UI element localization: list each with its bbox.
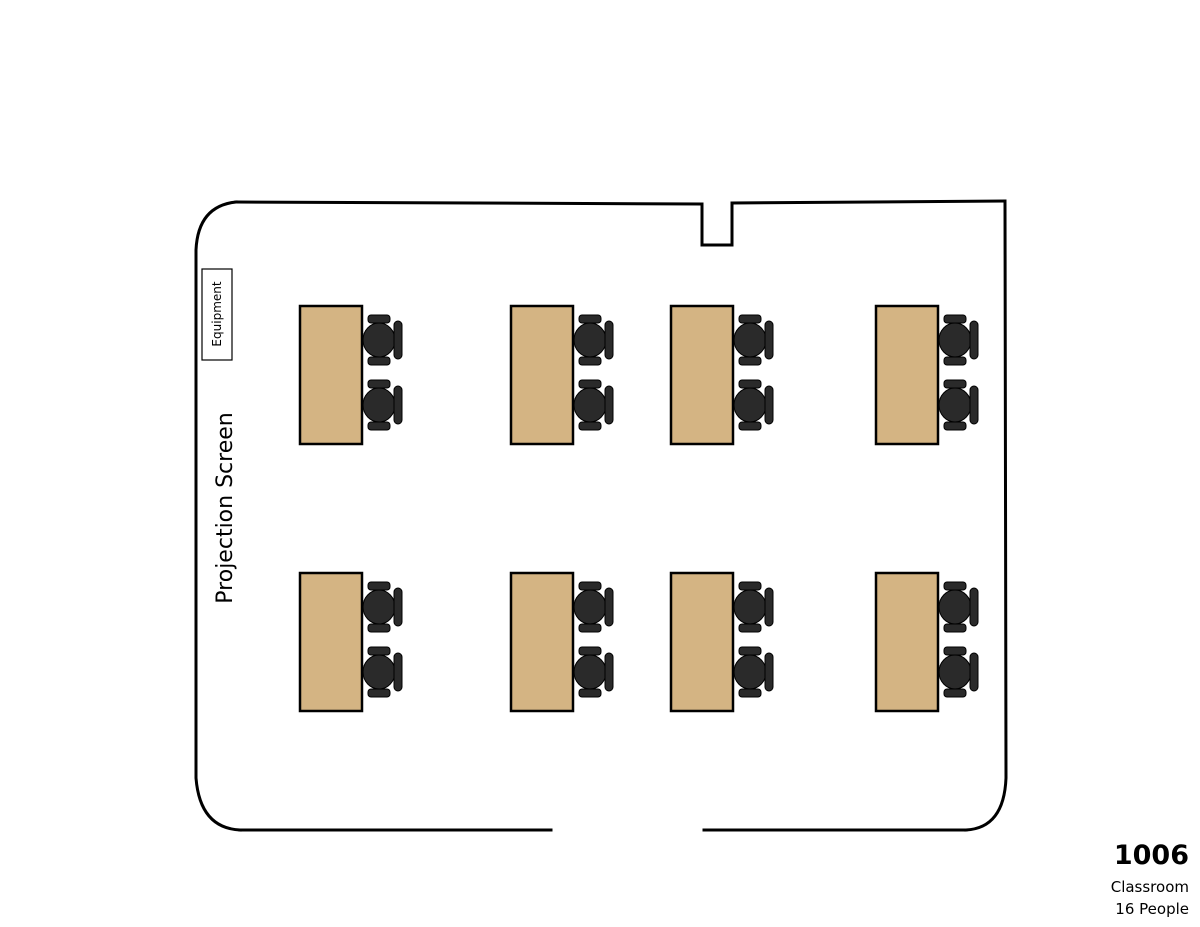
room-capacity: 16 People bbox=[1115, 900, 1189, 918]
chair bbox=[733, 646, 774, 698]
chair bbox=[733, 314, 774, 366]
chair bbox=[362, 379, 403, 431]
desk-group-6 bbox=[509, 571, 614, 713]
chair bbox=[362, 581, 403, 633]
table bbox=[298, 571, 364, 713]
left-wall bbox=[194, 200, 242, 832]
table bbox=[509, 304, 575, 446]
room-walls bbox=[194, 199, 1008, 832]
chair bbox=[938, 314, 979, 366]
chair bbox=[573, 314, 614, 366]
table bbox=[874, 304, 940, 446]
chair bbox=[573, 379, 614, 431]
desk-group-4 bbox=[874, 304, 979, 446]
right-wall bbox=[964, 199, 1008, 832]
chair bbox=[362, 646, 403, 698]
chair bbox=[938, 379, 979, 431]
table bbox=[669, 304, 735, 446]
room-type: Classroom bbox=[1110, 878, 1189, 896]
chair bbox=[733, 581, 774, 633]
table bbox=[874, 571, 940, 713]
top-wall bbox=[234, 199, 1007, 247]
table bbox=[669, 571, 735, 713]
desk-group-3 bbox=[669, 304, 774, 446]
chair bbox=[733, 379, 774, 431]
chair bbox=[938, 581, 979, 633]
desk-group-1 bbox=[298, 304, 403, 446]
desk-group-7 bbox=[669, 571, 774, 713]
room-number: 1006 bbox=[1113, 840, 1189, 871]
chair bbox=[938, 646, 979, 698]
table bbox=[509, 571, 575, 713]
chair bbox=[573, 646, 614, 698]
desk-group-5 bbox=[298, 571, 403, 713]
table bbox=[298, 304, 364, 446]
equipment-box: Equipment bbox=[201, 268, 233, 361]
furniture bbox=[298, 304, 979, 713]
equipment-label: Equipment bbox=[210, 281, 224, 346]
chair bbox=[362, 314, 403, 366]
desk-group-2 bbox=[509, 304, 614, 446]
projection-screen-label: Projection Screen bbox=[213, 412, 238, 603]
desk-group-8 bbox=[874, 571, 979, 713]
chair bbox=[573, 581, 614, 633]
